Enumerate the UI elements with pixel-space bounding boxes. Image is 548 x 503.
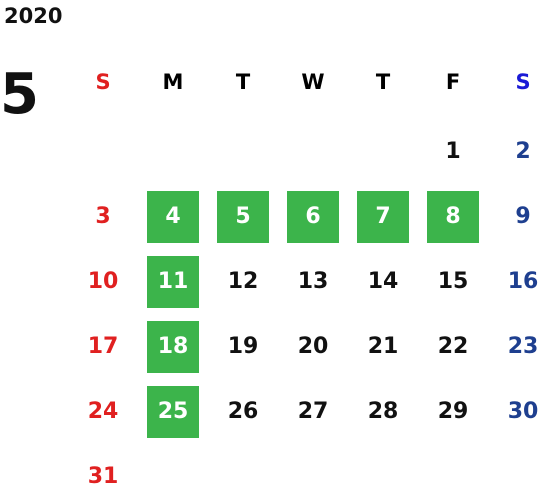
day-cell-25[interactable]: 25 [147,386,199,438]
weekday-header-monday: M [162,70,184,94]
month-number: 5 [0,62,39,127]
day-cell-29[interactable]: 29 [437,399,469,424]
weekday-header-sunday: S [95,70,111,94]
day-cell-20[interactable]: 20 [297,334,329,359]
day-cell-28[interactable]: 28 [367,399,399,424]
weekday-header-thursday: T [375,70,391,94]
day-cell-22[interactable]: 22 [437,334,469,359]
day-cell-13[interactable]: 13 [297,269,329,294]
day-cell-23[interactable]: 23 [507,334,539,359]
day-cell-19[interactable]: 19 [227,334,259,359]
weekday-header-tuesday: T [235,70,251,94]
day-cell-5[interactable]: 5 [217,191,269,243]
day-cell-7[interactable]: 7 [357,191,409,243]
weekday-header-friday: F [445,70,461,94]
day-cell-9[interactable]: 9 [515,204,531,229]
weekday-header-saturday: S [515,70,531,94]
day-cell-30[interactable]: 30 [507,399,539,424]
weekday-header-wednesday: W [301,70,325,94]
day-cell-31[interactable]: 31 [87,464,119,489]
day-cell-10[interactable]: 10 [87,269,119,294]
day-cell-8[interactable]: 8 [427,191,479,243]
day-cell-15[interactable]: 15 [437,269,469,294]
day-cell-17[interactable]: 17 [87,334,119,359]
day-cell-14[interactable]: 14 [367,269,399,294]
day-cell-11[interactable]: 11 [147,256,199,308]
day-cell-12[interactable]: 12 [227,269,259,294]
day-cell-4[interactable]: 4 [147,191,199,243]
day-cell-3[interactable]: 3 [95,204,111,229]
day-cell-21[interactable]: 21 [367,334,399,359]
day-cell-27[interactable]: 27 [297,399,329,424]
day-cell-26[interactable]: 26 [227,399,259,424]
day-cell-18[interactable]: 18 [147,321,199,373]
day-cell-24[interactable]: 24 [87,399,119,424]
day-cell-1[interactable]: 1 [445,139,461,164]
year-label: 2020 [4,4,63,28]
day-cell-6[interactable]: 6 [287,191,339,243]
day-cell-2[interactable]: 2 [515,139,531,164]
day-cell-16[interactable]: 16 [507,269,539,294]
